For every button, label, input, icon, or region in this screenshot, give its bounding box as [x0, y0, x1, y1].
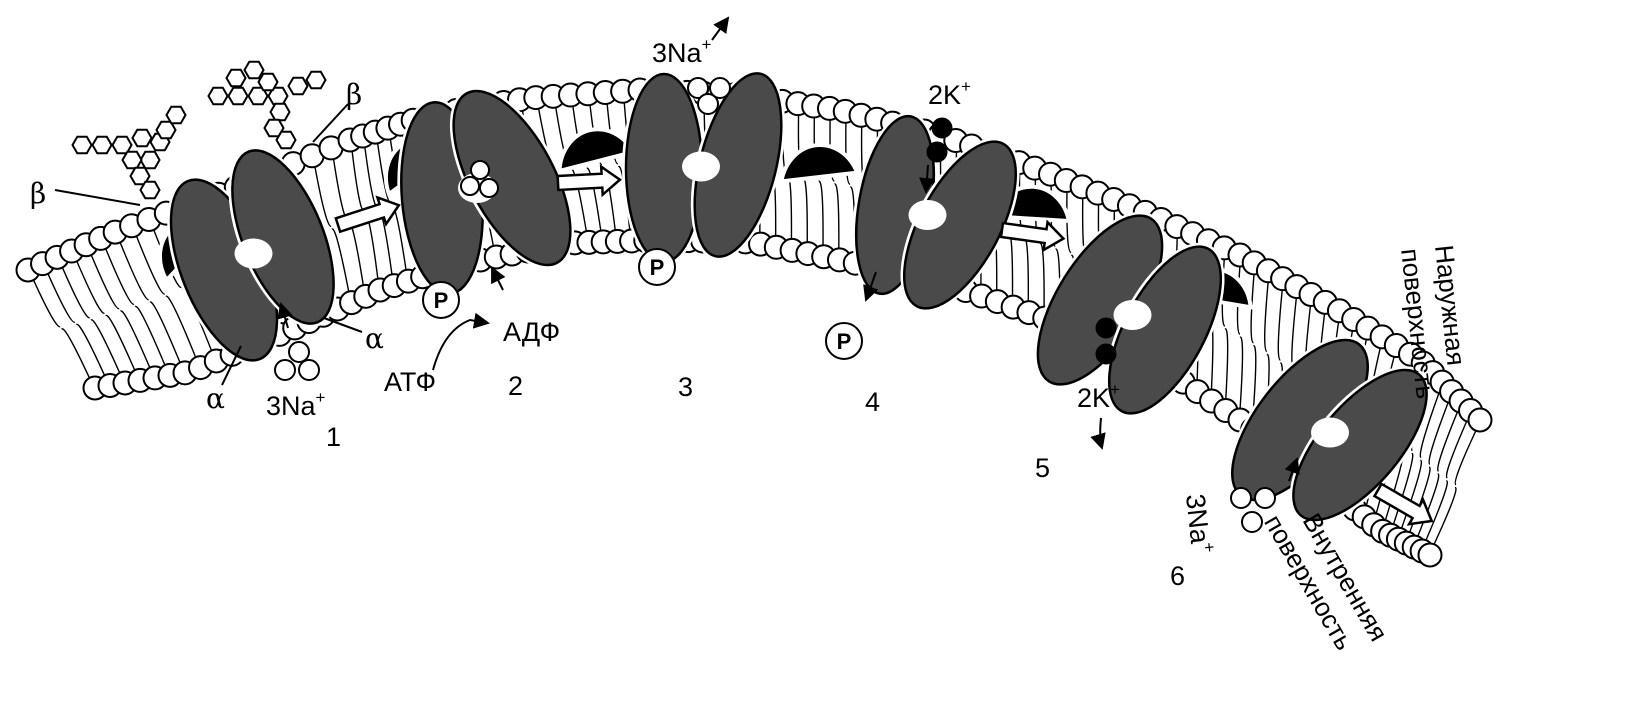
stage-number-1: 1 — [326, 422, 341, 452]
phosphate-group: P — [826, 323, 862, 359]
beta-label-left: β — [30, 177, 46, 210]
carbohydrate-unit — [229, 88, 248, 104]
binding-site — [909, 200, 947, 230]
na-ion — [1255, 488, 1275, 508]
lipid-head — [1419, 544, 1442, 567]
adp-label: АДФ — [503, 317, 560, 347]
na-exit-arrow — [712, 18, 728, 40]
binding-site — [682, 152, 720, 182]
carbohydrate-unit — [209, 88, 228, 104]
stage-number-3: 3 — [678, 372, 693, 402]
k-release-arrow — [1100, 418, 1102, 448]
lipid-tail — [1024, 237, 1028, 302]
lipid-tail — [1455, 429, 1476, 484]
binding-site — [1311, 418, 1349, 448]
hollow-arrow — [334, 192, 404, 238]
phosphate-label: P — [434, 288, 449, 313]
lipid-tail — [121, 311, 151, 369]
carbohydrate-unit — [259, 74, 278, 90]
phosphate-label: P — [650, 255, 665, 280]
lipid-tail — [1265, 281, 1269, 352]
lipid-tail — [135, 306, 165, 366]
lipid-tail — [834, 184, 838, 250]
carbohydrate-unit — [271, 104, 290, 120]
na-ion — [299, 360, 319, 380]
na-label-stage1: 3Na+ — [266, 388, 326, 421]
na-out-label: 3Na+ — [652, 35, 712, 68]
bound-na-ion — [480, 179, 498, 197]
lipid-tail — [803, 178, 807, 243]
carbohydrate-unit — [157, 122, 176, 138]
atp-label: АТФ — [384, 367, 436, 397]
lipid-tail — [365, 146, 378, 208]
lipid-tail — [352, 150, 364, 212]
lipid-tail — [47, 272, 75, 322]
lipid-tail — [1225, 329, 1228, 401]
phosphate-label: P — [837, 329, 852, 354]
lipid-tail — [787, 176, 791, 241]
lipid-tail — [1447, 420, 1468, 478]
na-ion — [1242, 512, 1262, 532]
beta-label-top: β — [346, 78, 362, 111]
phosphate-group: P — [423, 282, 459, 318]
carbohydrate-unit — [167, 107, 186, 123]
lipid-tail — [1240, 337, 1243, 410]
lipid-tail — [348, 222, 363, 287]
lipid-tail — [1278, 289, 1282, 360]
lipid-tail — [1429, 401, 1449, 464]
na-ion — [698, 94, 718, 114]
alpha-label-left: α — [206, 382, 225, 415]
lipid-tail — [106, 315, 136, 371]
na-ion — [1231, 488, 1251, 508]
lipid-head — [1469, 409, 1492, 432]
atp-to-adp-arrow — [433, 320, 488, 370]
lipid-tail — [819, 181, 823, 247]
carbohydrate-unit — [93, 137, 112, 153]
stage-number-5: 5 — [1035, 453, 1050, 483]
k-ion — [928, 143, 947, 162]
lipid-tail — [1008, 232, 1012, 297]
lipid-tail — [333, 158, 347, 220]
stage-number-4: 4 — [865, 387, 880, 417]
binding-site — [235, 239, 273, 269]
lipid-tail — [365, 215, 378, 280]
phosphate-group: P — [639, 249, 675, 285]
k-ion — [933, 119, 952, 138]
na-ion — [289, 342, 309, 362]
lipid-tail — [1040, 243, 1044, 308]
lipid-tail — [33, 279, 60, 327]
na-label-stage6: 3Na+ — [1180, 492, 1219, 555]
binding-site — [1114, 300, 1152, 330]
na-ion — [275, 360, 295, 380]
k-ion — [1097, 319, 1116, 338]
lipid-tail — [1292, 297, 1297, 369]
k-out-label: 2K+ — [928, 77, 971, 110]
bound-na-ion — [461, 177, 479, 195]
carbohydrate-unit — [141, 182, 160, 198]
carbohydrate-unit — [123, 152, 142, 168]
alpha-label-right: α — [365, 322, 384, 355]
carbohydrate-unit — [133, 130, 152, 146]
adp-release-arrow — [492, 268, 503, 290]
carbohydrate-unit — [277, 132, 296, 148]
carbohydrate-unit — [73, 137, 92, 153]
bound-na-ion — [471, 161, 489, 179]
k-ion — [1097, 345, 1116, 364]
carbohydrate-unit — [227, 70, 246, 86]
carbohydrate-unit — [141, 152, 160, 168]
stage-number-6: 6 — [1170, 561, 1185, 591]
carbohydrate-unit — [245, 62, 264, 78]
lipid-tail — [1438, 411, 1458, 472]
stage-number-2: 2 — [508, 371, 523, 401]
carbohydrate-unit — [113, 137, 132, 153]
lipid-tail — [1433, 488, 1455, 546]
carbohydrate-unit — [307, 72, 326, 88]
carbohydrate-unit — [289, 78, 308, 94]
